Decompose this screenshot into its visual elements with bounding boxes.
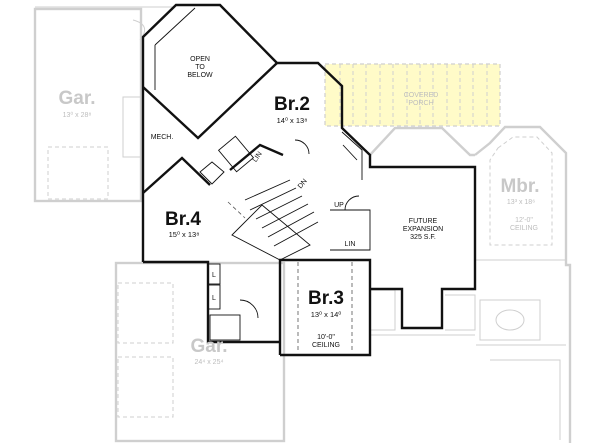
stairs-up-label: UP	[334, 202, 344, 209]
mbr-dims: 13³ x 18⁶	[507, 199, 535, 206]
garage-door-outline	[47, 146, 109, 200]
open-below-3: BELOW	[187, 72, 213, 79]
porch-label-1: COVERED	[404, 92, 439, 99]
future-label-3: 325 S.F.	[410, 234, 436, 241]
garage-upper-dims: 13⁰ x 28⁸	[63, 111, 92, 119]
stair-treads	[244, 179, 319, 247]
br3-ceiling-1: 10'-0"	[317, 334, 335, 341]
stair-outline	[231, 204, 311, 261]
mbr-ceiling-1: 12'-0"	[515, 217, 533, 224]
future-label-2: EXPANSION	[403, 226, 443, 233]
open-below-1: OPEN	[190, 56, 210, 63]
garage-lower-name: Gar.	[191, 336, 228, 357]
closet1-label: L	[212, 272, 216, 279]
br2-name: Br.2	[274, 94, 310, 115]
open-below-2: TO	[195, 64, 205, 71]
mbr-name: Mbr.	[500, 176, 539, 197]
br2-dims: 14⁰ x 13⁸	[277, 116, 308, 125]
mbr-ceiling-2: CEILING	[510, 225, 538, 232]
br3-ceiling-2: CEILING	[312, 342, 340, 349]
garage-upper-name: Gar.	[59, 88, 96, 109]
porch-label-2: PORCH	[408, 100, 433, 107]
br3-dims: 13⁰ x 14⁰	[311, 310, 342, 319]
garage-lower-dims: 24⁴ x 25⁴	[195, 359, 224, 366]
lin1-label: LIN	[252, 151, 264, 164]
br3-name: Br.3	[308, 288, 344, 309]
covered-porch	[324, 63, 501, 127]
mech-label: MECH.	[151, 134, 174, 141]
upper-floor-walls	[141, 3, 477, 357]
future-label-1: FUTURE	[409, 218, 438, 225]
closet2-label: L	[212, 295, 216, 302]
lower-floor-outline	[33, 6, 572, 443]
br4-dims: 15⁰ x 13⁸	[169, 230, 200, 239]
br4-name: Br.4	[165, 209, 201, 230]
master-suite-walls	[474, 125, 572, 443]
stairs-dn-label: DN	[297, 178, 309, 190]
lin2-label: LIN	[345, 241, 356, 248]
